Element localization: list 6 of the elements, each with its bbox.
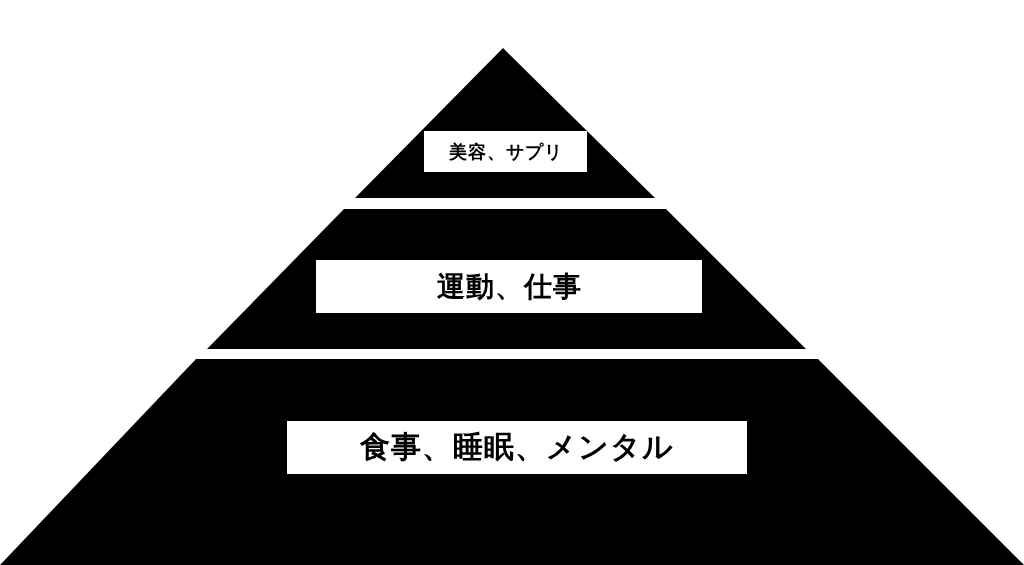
pyramid-tier — [207, 209, 806, 349]
pyramid-tier — [355, 48, 655, 198]
pyramid-tier — [0, 359, 1024, 565]
tier-label: 運動、仕事 — [316, 260, 702, 313]
tier-label: 美容、サプリ — [424, 131, 587, 172]
tier-label: 食事、睡眠、メンタル — [287, 421, 747, 474]
